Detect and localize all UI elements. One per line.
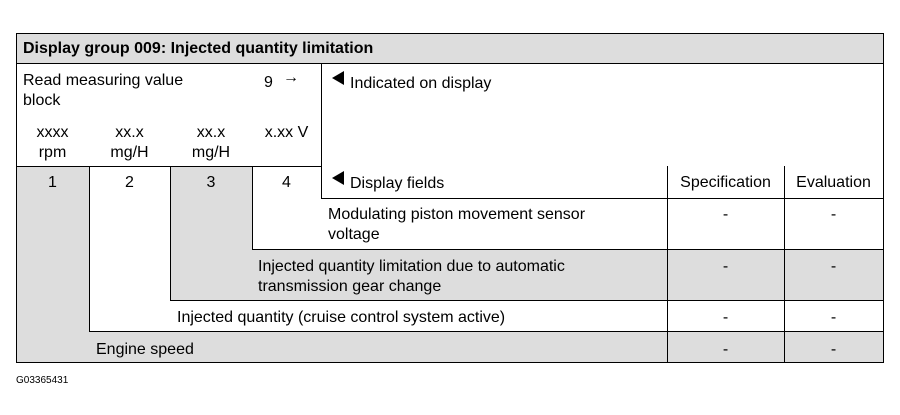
border-left	[16, 33, 17, 363]
read-block-label: Read measuring value block	[23, 72, 184, 109]
border-right	[883, 33, 884, 363]
row-3-label: Injected quantity (cruise control system…	[177, 309, 506, 326]
col-3-unit: mg/H	[191, 144, 231, 161]
pointer-icon	[332, 171, 344, 185]
specification-header: Specification	[680, 174, 771, 191]
group-number: 9	[264, 74, 273, 91]
row-2-top	[252, 249, 883, 250]
row-2-label: Injected quantity limitation due to auto…	[258, 258, 565, 295]
row-3-top	[170, 300, 883, 301]
field-3-shade	[170, 166, 252, 300]
row-1-eval: -	[830, 206, 837, 223]
row-1-label: Modulating piston movement sensor voltag…	[328, 206, 586, 243]
border-top	[16, 33, 883, 34]
col-1-value: xxxx	[36, 124, 69, 141]
eval-divider	[784, 166, 785, 363]
row-4-eval: -	[830, 341, 837, 358]
row-1-top	[321, 198, 883, 199]
fields-top-line	[16, 166, 322, 167]
field-number-1: 1	[48, 174, 57, 191]
row-3-eval: -	[830, 309, 837, 326]
col-3-label: xx.x mg/H	[170, 123, 252, 163]
row-2-eval: -	[830, 258, 837, 275]
col-2-label: xx.x mg/H	[89, 123, 170, 163]
row-2-shade	[252, 249, 883, 300]
pointer-icon	[332, 71, 344, 85]
row-4-label: Engine speed	[96, 341, 194, 358]
display-group-title: Display group 009: Injected quantity lim…	[16, 34, 883, 63]
indicated-on-display: Indicated on display	[350, 75, 492, 92]
border-bottom	[16, 362, 883, 363]
figure-id: G03365431	[16, 375, 69, 386]
row-3-spec: -	[722, 309, 729, 326]
field-number-2: 2	[125, 174, 134, 191]
header-divider	[321, 63, 322, 198]
row-4-shade	[89, 331, 883, 362]
row-2-spec: -	[722, 258, 729, 275]
col-4-label: x.xx V	[252, 123, 321, 143]
col-2-unit: mg/H	[110, 144, 149, 161]
field-number-4: 4	[282, 174, 291, 191]
title-divider	[16, 63, 883, 64]
spec-divider	[667, 166, 668, 363]
col-1-label: xxxx rpm	[16, 123, 89, 163]
arrow-right-icon: →	[283, 69, 299, 86]
field-3-divider	[252, 166, 253, 250]
col-4-value: x.xx V	[264, 124, 309, 141]
col-1-unit: rpm	[38, 144, 67, 161]
col-2-value: xx.x	[115, 124, 144, 141]
col-3-value: xx.x	[196, 124, 226, 141]
row-1-spec: -	[722, 206, 729, 223]
row-4-top	[89, 331, 883, 332]
field-1-shade	[16, 166, 89, 362]
field-number-3: 3	[206, 174, 216, 191]
row-4-spec: -	[722, 341, 729, 358]
evaluation-header: Evaluation	[796, 174, 871, 191]
field-1-divider	[89, 166, 90, 332]
field-2-divider	[170, 166, 171, 301]
display-fields-header: Display fields	[350, 175, 445, 192]
